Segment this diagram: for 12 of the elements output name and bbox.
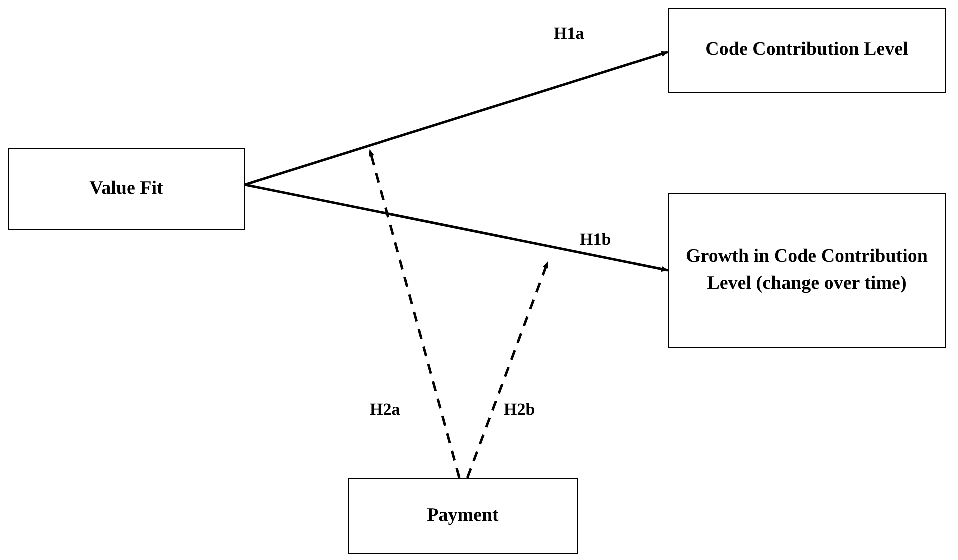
node-label: Code Contribution Level (706, 38, 908, 62)
dashed-arrow (368, 149, 461, 478)
node-label: Value Fit (90, 176, 164, 201)
text-box (348, 478, 578, 554)
text-box (8, 148, 245, 230)
arrow (244, 184, 669, 272)
dashed-arrow (466, 261, 550, 478)
node-label: Payment (427, 504, 499, 528)
arrow (244, 51, 669, 186)
node-label: Growth in Code Contribution Level (change over time) (685, 244, 929, 296)
text-box (668, 8, 946, 93)
text-box (668, 193, 946, 348)
